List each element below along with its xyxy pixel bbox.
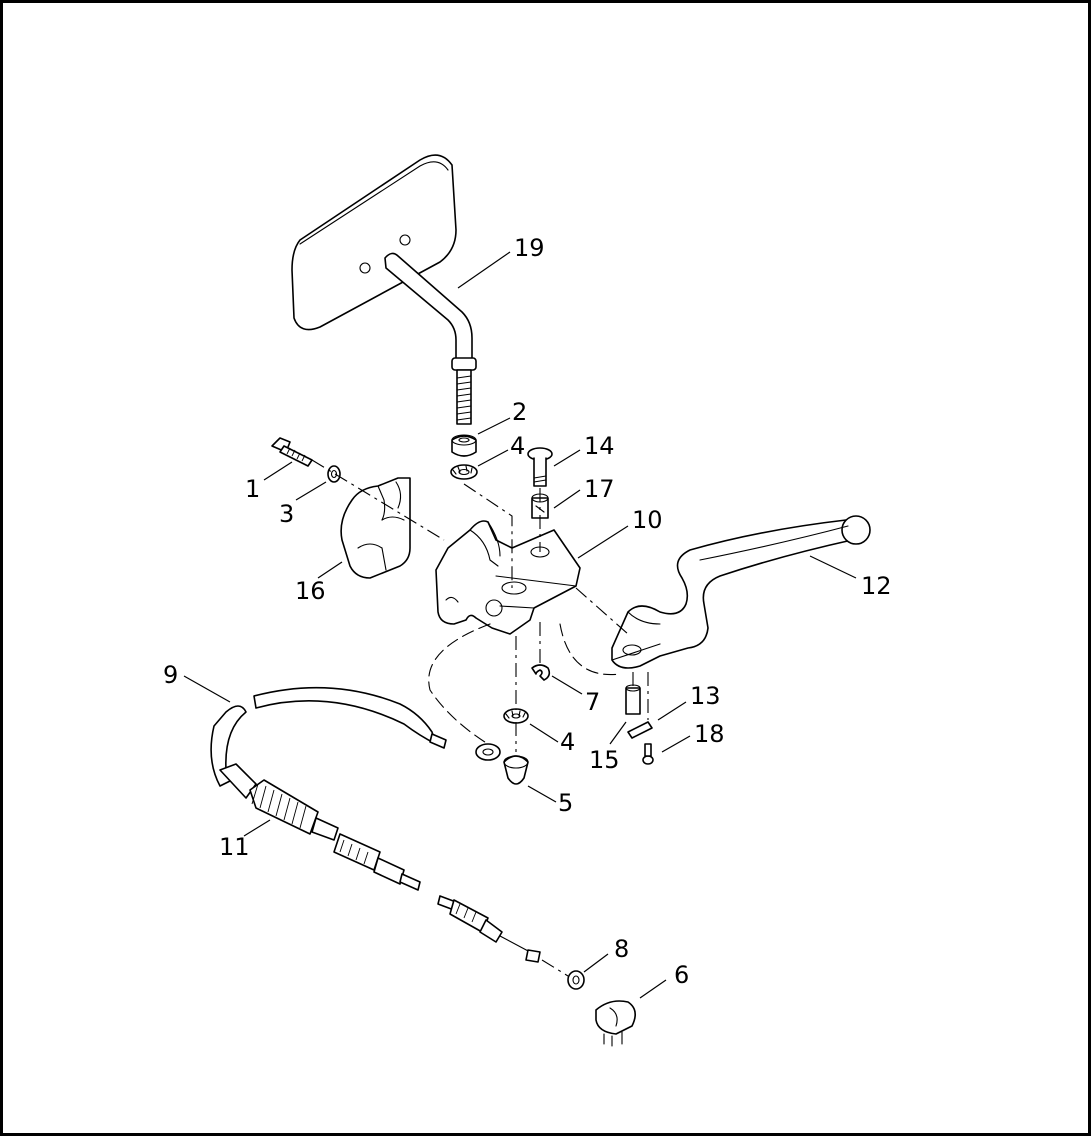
callout-16: 16 [295,577,326,605]
callout-9: 9 [163,661,178,689]
callout-6: 6 [674,961,689,989]
leader-lines [183,251,857,999]
part-cable-adjuster-11 [219,763,421,891]
part-acorn-nut-5 [503,755,529,785]
callout-3: 3 [279,500,294,528]
part-clamp-16 [340,477,411,579]
part-nut-2 [451,434,477,457]
callout-5: 5 [558,789,573,817]
part-clip-13 [627,721,653,739]
part-pin-15 [625,684,641,715]
callout-2: 2 [512,398,527,426]
callout-8: 8 [614,935,629,963]
callout-7: 7 [585,688,600,716]
callout-14: 14 [584,432,615,460]
part-cable-clip-6 [595,1000,636,1047]
callout-4-lower: 4 [560,728,575,756]
callout-17: 17 [584,475,615,503]
callout-12: 12 [861,572,892,600]
part-mirror [291,154,477,425]
assembly-lines [311,459,649,977]
callout-11: 11 [219,833,250,861]
part-cable-end [437,895,541,963]
callout-13: 13 [690,682,721,710]
callout-10: 10 [632,506,663,534]
part-screw-18 [642,743,654,765]
part-pivot-pin-14 [527,447,553,487]
part-lock-washer-4-lower [503,708,529,724]
callout-4-upper: 4 [510,432,525,460]
callout-15: 15 [589,746,620,774]
part-lock-washer-4-upper [450,464,478,480]
part-retaining-ring-7 [531,664,551,681]
callout-18: 18 [694,720,725,748]
part-cable-housing-9 [210,686,501,787]
part-lever-12 [611,515,871,669]
part-washer-3 [327,465,341,483]
part-screw-1 [271,437,313,467]
callout-19: 19 [514,234,545,262]
callout-labels: 19 2 4 14 1 17 3 10 12 16 9 13 7 18 4 15… [163,234,892,989]
callout-1: 1 [245,475,260,503]
part-bracket-10 [435,520,581,635]
part-washer-8 [567,970,585,990]
